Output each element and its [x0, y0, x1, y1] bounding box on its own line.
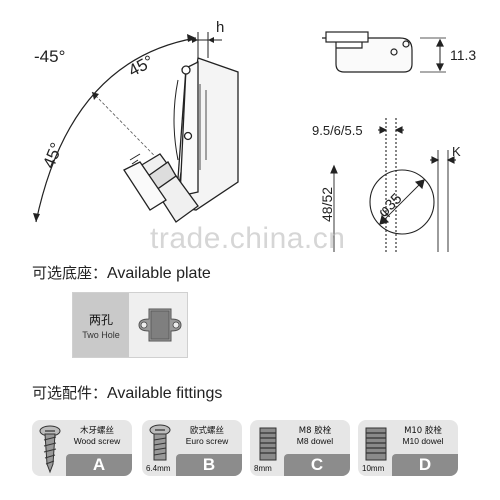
dim-48-52: 48/52 [319, 187, 335, 222]
plate-option-two-hole[interactable]: 两孔 Two Hole [72, 292, 188, 358]
fitting-b-letter: B [176, 454, 242, 476]
arc-mid-arrow [92, 92, 99, 100]
angle-label-45-left: 45° [39, 140, 66, 171]
plate-title-zh: 可选底座： [32, 264, 108, 282]
cup-bore-view [330, 118, 456, 252]
hinge-side-view [123, 57, 239, 223]
two-hole-plate-icon [138, 308, 182, 342]
m8-dowel-icon [259, 427, 277, 461]
watermark-text: trade.china.cn [150, 222, 346, 255]
wood-screw-icon [39, 425, 61, 474]
fitting-d-letter: D [392, 454, 458, 476]
fitting-c-letter: C [284, 454, 350, 476]
plate-name-zh: 两孔 [88, 312, 113, 327]
dim-h: h [216, 19, 224, 36]
fitting-b-name-en: Euro screw [185, 436, 229, 446]
plate-name-en: Two Hole [82, 329, 120, 340]
plate-label: 两孔 Two Hole [73, 293, 129, 357]
fitting-a-letter: A [66, 454, 132, 476]
fitting-a-name-zh: 木牙螺丝 [79, 426, 114, 436]
fitting-c-size: 8mm [254, 464, 272, 473]
mounting-plate-top-view [322, 31, 446, 73]
dim-bore-offset: 9.5/6/5.5 [312, 123, 363, 138]
arc-arrow-bottom [33, 213, 40, 222]
fitting-c-name-zh: M8 胶栓 [298, 426, 332, 436]
fittings-title-zh: 可选配件： [32, 384, 108, 402]
m10-dowel-icon [365, 427, 387, 461]
plate-title-en: Available plate [107, 265, 211, 282]
fitting-b-name-zh: 欧式螺丝 [189, 426, 224, 436]
dim-11-3: 11.3 [450, 47, 476, 63]
angle-label-neg45: -45° [34, 47, 65, 66]
fitting-d-name-zh: M10 胶栓 [404, 426, 442, 436]
fittings-title-en: Available fittings [107, 385, 223, 402]
dim-phi35: φ35 [375, 190, 406, 221]
fitting-option-d[interactable]: M10 胶栓 M10 dowel 10mm D [358, 420, 458, 476]
fitting-d-size: 10mm [362, 464, 385, 473]
dim-k: K [452, 144, 461, 159]
fitting-a-name-en: Wood screw [73, 436, 121, 446]
hinge-technical-drawing: -45° 45° 45° h 11.3 [33, 19, 476, 252]
fitting-c-name-en: M8 dowel [296, 436, 334, 446]
euro-screw-icon [149, 424, 171, 461]
fittings-section-title: 可选配件：Available fittings [32, 382, 222, 403]
fitting-option-a[interactable]: 木牙螺丝 Wood screw A [32, 420, 132, 476]
fitting-option-b[interactable]: 欧式螺丝 Euro screw 6.4mm B [142, 420, 242, 476]
angle-label-45-top: 45° [125, 52, 157, 81]
plate-section-title: 可选底座：Available plate [32, 262, 211, 283]
fitting-option-c[interactable]: M8 胶栓 M8 dowel 8mm C [250, 420, 350, 476]
cup-hole-circle [369, 169, 435, 235]
fitting-d-name-en: M10 dowel [402, 436, 444, 446]
fitting-b-size: 6.4mm [146, 464, 171, 473]
